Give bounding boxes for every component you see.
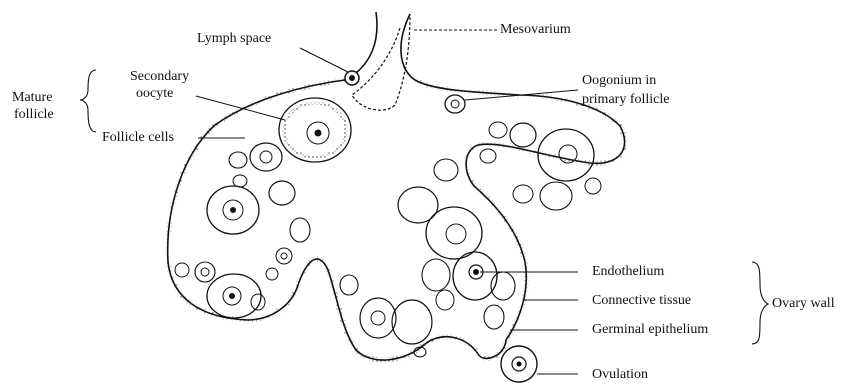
- label-oogonium-line1: Oogonium in: [582, 72, 656, 89]
- label-ovulation: Ovulation: [592, 366, 648, 383]
- label-ovary-wall: Ovary wall: [772, 295, 835, 312]
- label-oogonium-line2: primary follicle: [582, 91, 669, 108]
- ovary-wall-bracket: [752, 262, 768, 344]
- label-connective-tissue: Connective tissue: [592, 292, 691, 309]
- leader-lines: [196, 30, 578, 374]
- label-mature-follicle-line2: follicle: [14, 106, 54, 123]
- label-germinal-epithelium: Germinal epithelium: [592, 321, 708, 338]
- label-mesovarium: Mesovarium: [500, 21, 571, 38]
- label-secondary-oocyte-line2: oocyte: [136, 85, 173, 102]
- label-mature-follicle-line1: Mature: [12, 89, 52, 106]
- mature-follicle-bracket: [80, 70, 96, 132]
- label-secondary-oocyte-line1: Secondary: [130, 68, 189, 85]
- label-endothelium: Endothelium: [592, 263, 664, 280]
- label-lymph-space: Lymph space: [197, 30, 271, 47]
- inner-cleft: [352, 14, 410, 110]
- follicles: [175, 95, 601, 357]
- label-follicle-cells: Follicle cells: [102, 129, 174, 146]
